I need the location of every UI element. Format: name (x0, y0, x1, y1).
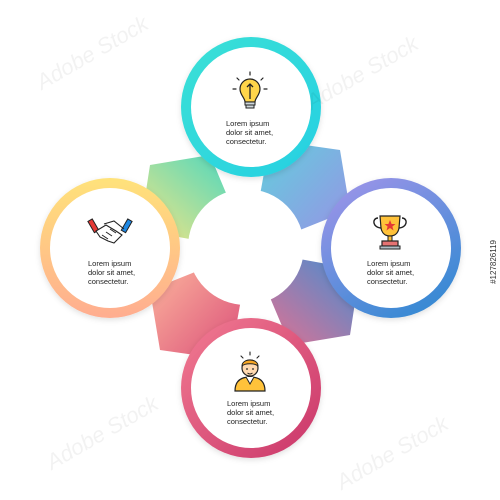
node-bottom-line-1: Lorem ipsum (227, 399, 271, 408)
person-icon (234, 351, 266, 392)
handshake-icon (87, 218, 133, 244)
node-top-line-1: Lorem ipsum (226, 119, 270, 128)
node-left-line-3: consectetur. (88, 277, 129, 286)
node-left-text: Lorem ipsum dolor sit amet, consectetur. (88, 259, 198, 286)
node-bottom-line-2: dolor sit amet, (227, 408, 275, 417)
trophy-icon (373, 215, 407, 250)
node-bottom-line-3: consectetur. (227, 417, 268, 426)
node-top-line-2: dolor sit amet, (226, 128, 274, 137)
stock-id: #127826119 (489, 240, 498, 284)
node-bottom-text: Lorem ipsum dolor sit amet, consectetur. (227, 399, 337, 426)
node-right-line-1: Lorem ipsum (367, 259, 411, 268)
node-right-line-2: dolor sit amet, (367, 268, 415, 277)
node-right-text: Lorem ipsum dolor sit amet, consectetur. (367, 259, 477, 286)
node-top-text: Lorem ipsum dolor sit amet, consectetur. (226, 119, 336, 146)
node-right-line-3: consectetur. (367, 277, 408, 286)
center-circle (188, 189, 304, 305)
node-left (40, 178, 180, 318)
node-top-line-3: consectetur. (226, 137, 267, 146)
node-left-line-1: Lorem ipsum (88, 259, 132, 268)
node-left-line-2: dolor sit amet, (88, 268, 136, 277)
lightbulb-icon (232, 71, 268, 109)
